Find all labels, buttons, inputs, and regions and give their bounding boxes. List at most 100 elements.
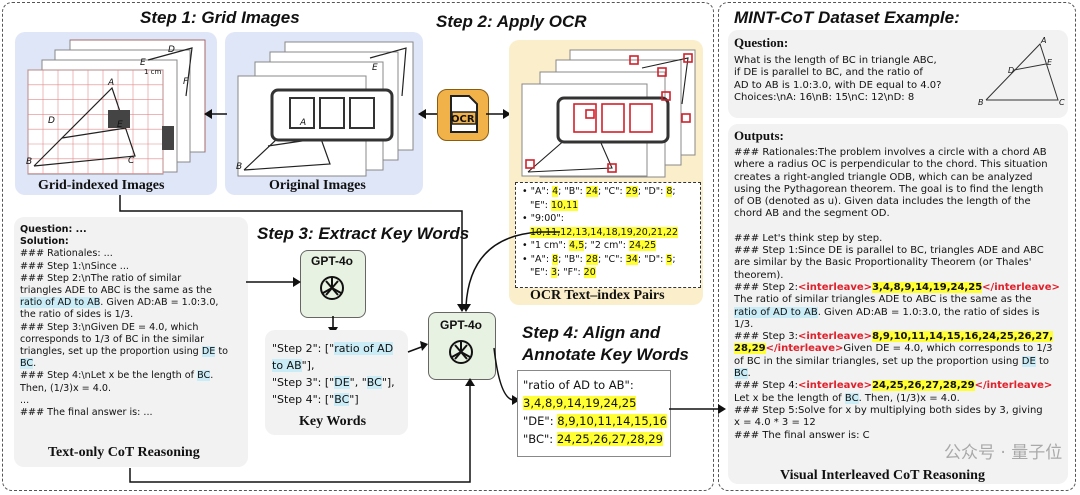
step4-title-line1: Step 4: Align and bbox=[522, 323, 661, 342]
aligned-line: "DE": 8,9,10,11,14,15,16 bbox=[523, 414, 667, 428]
ocr-pair-row: • "A": 4; "B": 24; "C": 29; "D": 8; bbox=[522, 186, 676, 197]
question-heading: Question: bbox=[734, 35, 789, 50]
outputs-text: ### Rationales:The problem involves a ci… bbox=[734, 147, 1066, 442]
solution-line: Solution: bbox=[20, 236, 69, 248]
question-line: Question: ... bbox=[20, 224, 87, 235]
gpt4o-align-label: GPT-4o bbox=[439, 318, 482, 332]
tri-label-E: E bbox=[1047, 58, 1053, 67]
text-line: ### The final answer is: ... bbox=[20, 407, 153, 419]
output-line: theorem). bbox=[734, 269, 784, 281]
ocr-pair-row: • "A": 8; "B": 28; "C": 34; "D": 5; bbox=[522, 253, 676, 265]
text-line: ### Rationales: ... bbox=[20, 248, 113, 260]
tri-label-D: D bbox=[1008, 66, 1015, 75]
original-images-illustration bbox=[237, 41, 414, 177]
openai-logo-icon bbox=[449, 340, 473, 364]
output-line: The ratio of similar triangles ADE to AB… bbox=[734, 294, 1032, 306]
key-words-caption: Key Words bbox=[299, 414, 367, 429]
output-line: ### Step 1:Since DE is parallel to BC, t… bbox=[734, 245, 1044, 257]
orig-label-B: B bbox=[236, 162, 243, 172]
output-line: chord AB and the segment OD. bbox=[734, 208, 890, 220]
grid-images-illustration bbox=[27, 39, 206, 175]
ocr-pairs-list: • "A": 4; "B": 24; "C": 29; "D": 8; "E":… bbox=[522, 185, 700, 280]
orig-label-A: A bbox=[300, 118, 307, 128]
output-line: where a radius OC is perpendicular to th… bbox=[734, 159, 1048, 171]
dataset-example-frame bbox=[718, 2, 1076, 491]
openai-logo-icon bbox=[320, 276, 344, 300]
output-line: ### Step 3:<interleave>8,9,10,11,14,15,1… bbox=[734, 331, 1054, 343]
step4-title-line2: Annotate Key Words bbox=[522, 345, 689, 364]
grid-label-A: A bbox=[108, 78, 115, 88]
ocr-pair-row: "E": 10,11 bbox=[530, 199, 579, 211]
step3-title: Step 3: Extract Key Words bbox=[257, 224, 470, 243]
output-line: ### The final answer is: C bbox=[734, 429, 870, 441]
output-line: Let x be the length of BC. Then, (1/3)x … bbox=[734, 392, 960, 404]
grid-label-1cm: 1 cm bbox=[144, 68, 162, 76]
text-line: corresponds to 1/3 of BC in the similar bbox=[20, 333, 205, 345]
connector-lines bbox=[119, 195, 560, 483]
output-line: using the Pythagorean theorem. The goal … bbox=[734, 183, 1044, 195]
orig-label-E: E bbox=[372, 63, 378, 73]
grid-label-F: F bbox=[183, 77, 189, 87]
aligned-line: 3,4,8,9,14,19,24,25 bbox=[523, 396, 637, 410]
text-line: ### Step 1:\nSince ... bbox=[20, 260, 129, 272]
grid-label-E: E bbox=[140, 58, 146, 68]
outputs-heading: Outputs: bbox=[734, 128, 784, 143]
ocr-pair-row: • "1 cm": 4,5; "2 cm": 24,25 bbox=[522, 240, 657, 251]
keyword-line: "Step 3": ["DE", "BC"], bbox=[272, 376, 395, 389]
grid-label-D2: D bbox=[48, 116, 55, 126]
triangle-figure bbox=[985, 43, 1059, 101]
text-line: Then, (1/3)x = 4.0. bbox=[20, 382, 112, 394]
arrow-ocr-to-ocrpanel bbox=[486, 109, 511, 119]
question-line: Choices:\nA: 16\nB: 15\nC: 12\nD: 8 bbox=[734, 91, 915, 103]
ocr-images-illustration bbox=[521, 49, 696, 178]
text-line: ### Step 2:\nThe ratio of similar bbox=[20, 272, 182, 284]
aligned-line: "BC": 24,25,26,27,28,29 bbox=[523, 432, 663, 446]
text-line: ### Step 3:\nGiven DE = 4.0, which bbox=[20, 321, 199, 333]
ocr-icon-label: OCR bbox=[451, 114, 475, 125]
keyword-line: to AB"], bbox=[272, 359, 315, 372]
step2-title: Step 2: Apply OCR bbox=[436, 12, 587, 31]
question-line: AD to AB is 1.0:3.0, with DE equal to 4.… bbox=[734, 79, 942, 91]
ocr-pairs-caption: OCR Text–index Pairs bbox=[530, 288, 665, 303]
spacer bbox=[734, 221, 1066, 233]
output-line: creates a right-angled triangle ODB, whi… bbox=[734, 171, 1033, 183]
text-line: triangles, set up the proportion using D… bbox=[20, 346, 228, 358]
arrow-to-visual-output bbox=[669, 404, 726, 414]
tri-label-C: C bbox=[1059, 98, 1065, 107]
ocr-pair-row: 10,11,12,13,14,18,19,20,21,22 bbox=[530, 226, 679, 238]
output-line: ratio of AD to AB. Given AD:AB = 1.0:3.0… bbox=[734, 306, 1040, 318]
output-line: ### Step 2:<interleave>3,4,8,9,14,19,24,… bbox=[734, 281, 1060, 293]
text-line: ... bbox=[20, 394, 30, 406]
grid-label-C: C bbox=[128, 156, 135, 166]
tri-label-B: B bbox=[978, 98, 984, 107]
text-line: ratio of AD to AB. Given AD:AB = 1.0:3.0… bbox=[20, 297, 219, 309]
grid-images-caption: Grid-indexed Images bbox=[38, 178, 165, 193]
arrow-ocr-to-original bbox=[418, 109, 437, 119]
gpt4o-extract-label: GPT-4o bbox=[310, 254, 353, 268]
keyword-line: "Step 2": ["ratio of AD bbox=[272, 342, 394, 355]
grid-label-B: B bbox=[26, 157, 33, 167]
arrow-text-to-gpt1 bbox=[246, 277, 301, 287]
output-line: BC. bbox=[734, 368, 751, 380]
grid-label-D: D bbox=[168, 45, 175, 55]
grid-label-E2: E bbox=[117, 120, 123, 130]
text-line: the ratio of sides is 1/3. bbox=[20, 309, 134, 321]
output-line: ### Step 4:<interleave>24,25,26,27,28,29… bbox=[734, 380, 1053, 392]
text-only-cot-text: Question: ... Solution: ### Rationales: … bbox=[20, 224, 248, 419]
step1-title: Step 1: Grid Images bbox=[140, 8, 300, 27]
text-line: ### Step 4:\nLet x be the length of BC. bbox=[20, 370, 214, 382]
output-line: of OB (denoted as u). Given data include… bbox=[734, 196, 1031, 208]
pipeline-frame bbox=[2, 2, 714, 491]
tri-label-A: A bbox=[1041, 36, 1047, 45]
ocr-pair-row: "E": 3; "F": 20 bbox=[530, 267, 596, 278]
output-line: of BC in the similar triangles, set up t… bbox=[734, 355, 1049, 367]
watermark: 公众号 · 量子位 bbox=[944, 443, 1063, 463]
text-line: BC. bbox=[20, 358, 37, 370]
arrow-original-to-grid bbox=[204, 109, 227, 119]
keyword-line: "Step 4": ["BC"] bbox=[272, 393, 359, 406]
aligned-annotations-text: "ratio of AD to AB": 3,4,8,9,14,19,24,25… bbox=[523, 376, 667, 448]
visual-cot-caption: Visual Interleaved CoT Reasoning bbox=[780, 468, 985, 483]
key-words-text: "Step 2": ["ratio of AD to AB"], "Step 3… bbox=[272, 340, 395, 408]
question-line: if DE is parallel to BC, and the ratio o… bbox=[734, 67, 923, 79]
